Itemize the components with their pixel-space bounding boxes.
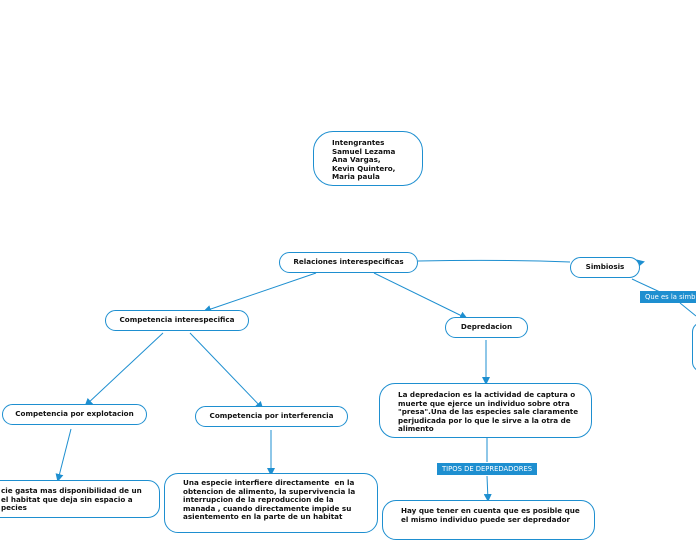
connector-tag-offscreen — [679, 302, 696, 317]
explotacion-def-line: pecies — [1, 503, 27, 513]
node-competencia-por-interferencia[interactable]: Competencia por interferencia — [195, 406, 348, 427]
explotacion-label: Competencia por explotacion — [15, 409, 134, 419]
node-explotacion-definicion[interactable]: cie gasta mas disponibilidad de un el ha… — [0, 480, 160, 518]
node-relaciones-interespecificas[interactable]: Relaciones interespecificas — [279, 252, 418, 273]
connector-competencia-interferencia — [189, 332, 264, 410]
interferencia-def-line: Una especie interfiere directamente en l… — [183, 478, 355, 487]
connector-layer — [55, 259, 696, 502]
node-depredadores-definicion[interactable]: Hay que tener en cuenta que es posible q… — [382, 500, 595, 540]
depredacion-def-line: muerte que ejerce un individuo sobre otr… — [398, 398, 570, 408]
node-competencia-interespecifica[interactable]: Competencia interespecifica — [105, 310, 249, 331]
competencia-label: Competencia interespecifica — [119, 315, 235, 325]
connector-relaciones-depredacion — [373, 272, 468, 319]
integrantes-line: Samuel Lezama — [332, 146, 396, 156]
explotacion-def-line: cie gasta mas disponibilidad de un — [1, 486, 142, 495]
relaciones-label: Relaciones interespecificas — [293, 257, 404, 267]
explotacion-def-line: el habitat que deja sin espacio a — [1, 494, 133, 504]
node-offscreen-edge — [692, 322, 696, 372]
interferencia-def-line: asientemento en la parte de un habitat — [183, 512, 343, 522]
depredacion-def-line: "presa".Una de las especies sale clarame… — [398, 407, 579, 417]
node-depredacion[interactable]: Depredacion — [445, 317, 528, 338]
simbiosis-label: Simbiosis — [585, 262, 625, 272]
depredadores-def-line: el mismo individuo puede ser depredador — [401, 514, 571, 524]
interferencia-def-line: manada , cuando directamente impide su — [183, 503, 352, 513]
interferencia-def-line: interrupcion de la reproduccion de la — [183, 495, 334, 505]
integrantes-line: Maria paula — [332, 172, 380, 182]
connector-tag-depredadores-def — [483, 475, 492, 502]
depredacion-label: Depredacion — [460, 322, 513, 332]
node-interferencia-definicion[interactable]: Una especie interfiere directamente en l… — [164, 473, 378, 533]
connector-simbiosis-tag — [631, 278, 661, 293]
integrantes-line: Kevin Quintero, — [332, 163, 396, 173]
node-depredacion-definicion[interactable]: La depredacion es la actividad de captur… — [379, 383, 592, 438]
integrantes-line: Ana Vargas, — [332, 155, 381, 165]
node-integrantes[interactable]: Intengrantes Samuel Lezama Ana Vargas, K… — [313, 131, 423, 186]
tag-tipos-de-depredadores[interactable]: TIPOS DE DEPREDADORES — [437, 463, 538, 475]
interferencia-def-line: obtencion de alimento, la supervivencia … — [183, 486, 356, 496]
connector-relaciones-simbiosis — [417, 259, 571, 263]
depredacion-def-line: perjudicada por lo que le sirve a la otr… — [398, 415, 571, 425]
node-competencia-por-explotacion[interactable]: Competencia por explotacion — [2, 404, 147, 425]
tag-que-es-la-simbiosis[interactable]: Que es la simbio — [640, 291, 696, 303]
integrantes-line: Intengrantes — [332, 138, 385, 147]
depredacion-def-line: alimento — [398, 424, 434, 434]
depredadores-def-line: Hay que tener en cuenta que es posible q… — [401, 506, 580, 515]
node-simbiosis[interactable]: Simbiosis — [570, 257, 640, 278]
interferencia-label: Competencia por interferencia — [209, 411, 334, 421]
depredacion-def-line: La depredacion es la actividad de captur… — [398, 390, 576, 399]
connector-explotacion-def — [55, 428, 72, 482]
connector-competencia-explotacion — [84, 332, 164, 407]
connector-relaciones-competencia — [203, 272, 317, 313]
